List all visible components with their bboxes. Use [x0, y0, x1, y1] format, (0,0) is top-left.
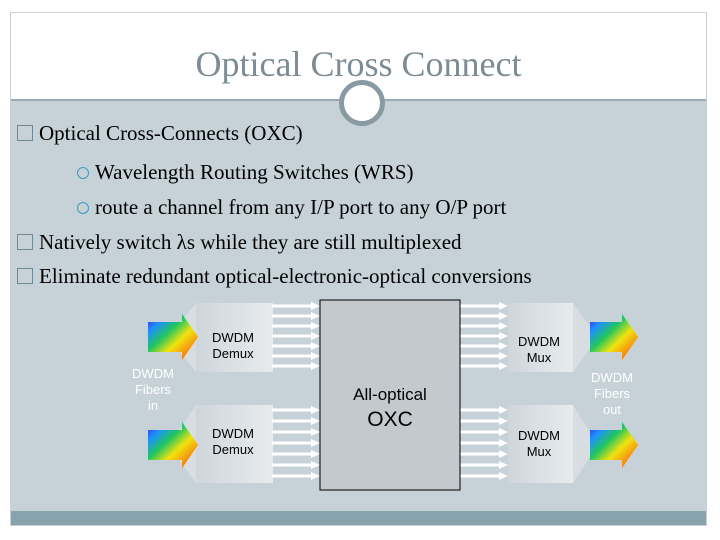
channel-arrowhead-icon	[499, 362, 508, 370]
oxc-label: All-optical OXC	[353, 385, 427, 431]
input-channel-arrows	[272, 302, 320, 480]
channel-arrowhead-icon	[499, 342, 508, 350]
input-fiber-arrow-top-icon	[148, 314, 198, 360]
mux-bottom-label: DWDM Mux	[518, 428, 560, 459]
bullet-2: Natively switch λs while they are still …	[17, 229, 462, 255]
sub-bullet-1: Wavelength Routing Switches (WRS)	[77, 159, 414, 185]
channel-arrowhead-icon	[311, 439, 320, 447]
footer-bar	[11, 511, 706, 525]
channel-arrowhead-icon	[499, 302, 508, 310]
fibers-out-label: DWDM Fibers out	[591, 370, 633, 417]
oxc-box	[319, 299, 461, 491]
channel-arrowhead-icon	[311, 428, 320, 436]
channel-arrowhead-icon	[499, 352, 508, 360]
channel-arrowhead-icon	[311, 362, 320, 370]
output-fiber-arrow-top-icon	[590, 314, 638, 360]
channel-arrowhead-icon	[499, 406, 508, 414]
channel-arrowhead-icon	[311, 461, 320, 469]
output-fiber-arrow-bottom-icon	[590, 422, 638, 468]
demux-bottom-wedge	[196, 405, 273, 483]
slide-title: Optical Cross Connect	[195, 44, 522, 84]
mux-bottom-point	[573, 405, 598, 483]
square-bullet-icon	[17, 234, 33, 250]
mux-top-wedge	[508, 303, 573, 372]
circle-bullet-icon	[77, 167, 89, 179]
fibers-in-label: DWDM Fibers in	[132, 366, 174, 413]
demux-top-wedge	[196, 303, 273, 372]
channel-arrowhead-icon	[311, 312, 320, 320]
channel-arrowhead-icon	[311, 302, 320, 310]
channel-arrowhead-icon	[499, 439, 508, 447]
channel-arrowhead-icon	[311, 417, 320, 425]
channel-arrowhead-icon	[499, 472, 508, 480]
output-channel-arrows	[460, 302, 508, 480]
channel-arrowhead-icon	[311, 472, 320, 480]
channel-arrowhead-icon	[311, 406, 320, 414]
channel-arrowhead-icon	[311, 352, 320, 360]
channel-arrowhead-icon	[499, 332, 508, 340]
channel-arrowhead-icon	[499, 312, 508, 320]
channel-arrowhead-icon	[311, 450, 320, 458]
channel-arrowhead-icon	[311, 342, 320, 350]
slide-frame: Optical Cross Connect Optical Cross-Conn…	[10, 12, 707, 526]
mux-bottom-wedge	[508, 405, 573, 483]
square-bullet-icon	[17, 268, 33, 284]
demux-top-label: DWDM Demux	[212, 330, 254, 361]
channel-arrowhead-icon	[311, 332, 320, 340]
mux-top-label: DWDM Mux	[518, 334, 560, 365]
channel-arrowhead-icon	[499, 417, 508, 425]
channel-arrowhead-icon	[499, 428, 508, 436]
channel-arrowhead-icon	[499, 461, 508, 469]
channel-arrowhead-icon	[499, 450, 508, 458]
demux-bottom-label: DWDM Demux	[212, 426, 254, 457]
sub-bullet-2: route a channel from any I/P port to any…	[77, 194, 506, 220]
channel-arrowhead-icon	[499, 322, 508, 330]
circle-bullet-icon	[77, 202, 89, 214]
bullet-1: Optical Cross-Connects (OXC)	[17, 120, 303, 146]
mux-top-point	[573, 303, 598, 372]
channel-arrowhead-icon	[311, 322, 320, 330]
bullet-3: Eliminate redundant optical-electronic-o…	[17, 263, 532, 289]
square-bullet-icon	[17, 125, 33, 141]
ring-ornament-icon	[339, 80, 385, 126]
input-fiber-arrow-bottom-icon	[148, 422, 198, 468]
